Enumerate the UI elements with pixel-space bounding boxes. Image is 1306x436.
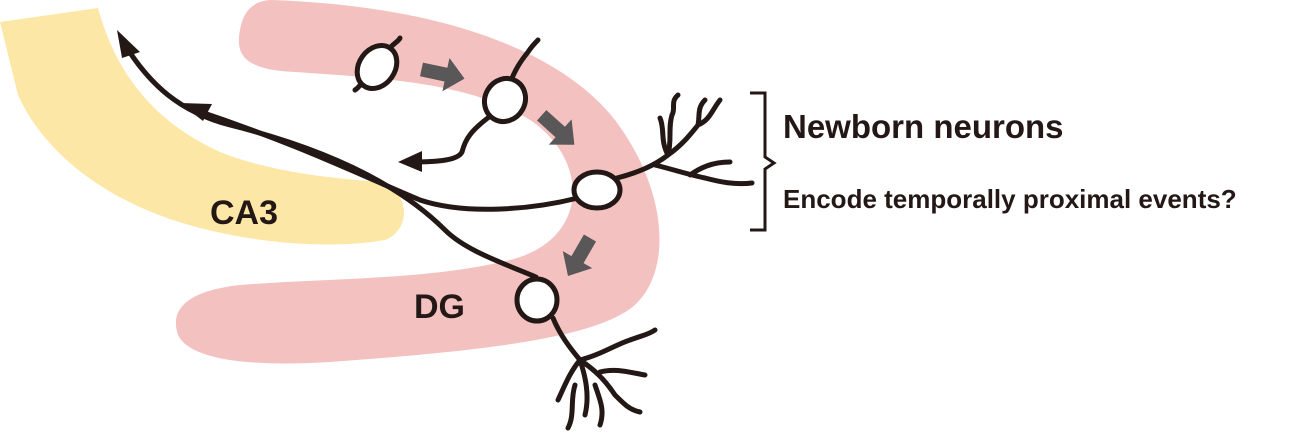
dg-region xyxy=(175,0,660,364)
ca3-label: CA3 xyxy=(210,194,278,232)
bracket-icon xyxy=(750,91,777,232)
dendrite-neuron-4 xyxy=(550,315,658,431)
maturation-arrows xyxy=(420,57,597,277)
somata xyxy=(354,43,623,324)
dg-label: DG xyxy=(414,288,465,326)
newborn-neurons-label: Newborn neurons xyxy=(783,108,1064,145)
question-label: Encode temporally proximal events? xyxy=(783,184,1237,214)
axon-arrowhead-icon xyxy=(180,103,212,121)
axon-neuron-3 xyxy=(192,107,581,212)
dendrite-neuron-3 xyxy=(614,92,755,187)
neuron-2 xyxy=(481,75,529,125)
neuron-4 xyxy=(514,276,560,324)
maturation-arrow-icon xyxy=(536,110,575,145)
axon-arrowhead-icon xyxy=(117,30,140,58)
ca3-region xyxy=(0,8,404,245)
maturation-arrow-icon xyxy=(420,57,465,92)
neuron-1 xyxy=(354,43,400,91)
neuron-3 xyxy=(571,169,623,211)
dendrite-neuron-2 xyxy=(507,37,541,86)
maturation-arrow-icon xyxy=(562,234,597,277)
dendrites xyxy=(352,35,755,431)
axons xyxy=(117,30,581,280)
axon-neuron-4 xyxy=(122,42,539,280)
axon-arrowhead-icon xyxy=(398,151,422,172)
axon-neuron-2 xyxy=(407,109,499,165)
